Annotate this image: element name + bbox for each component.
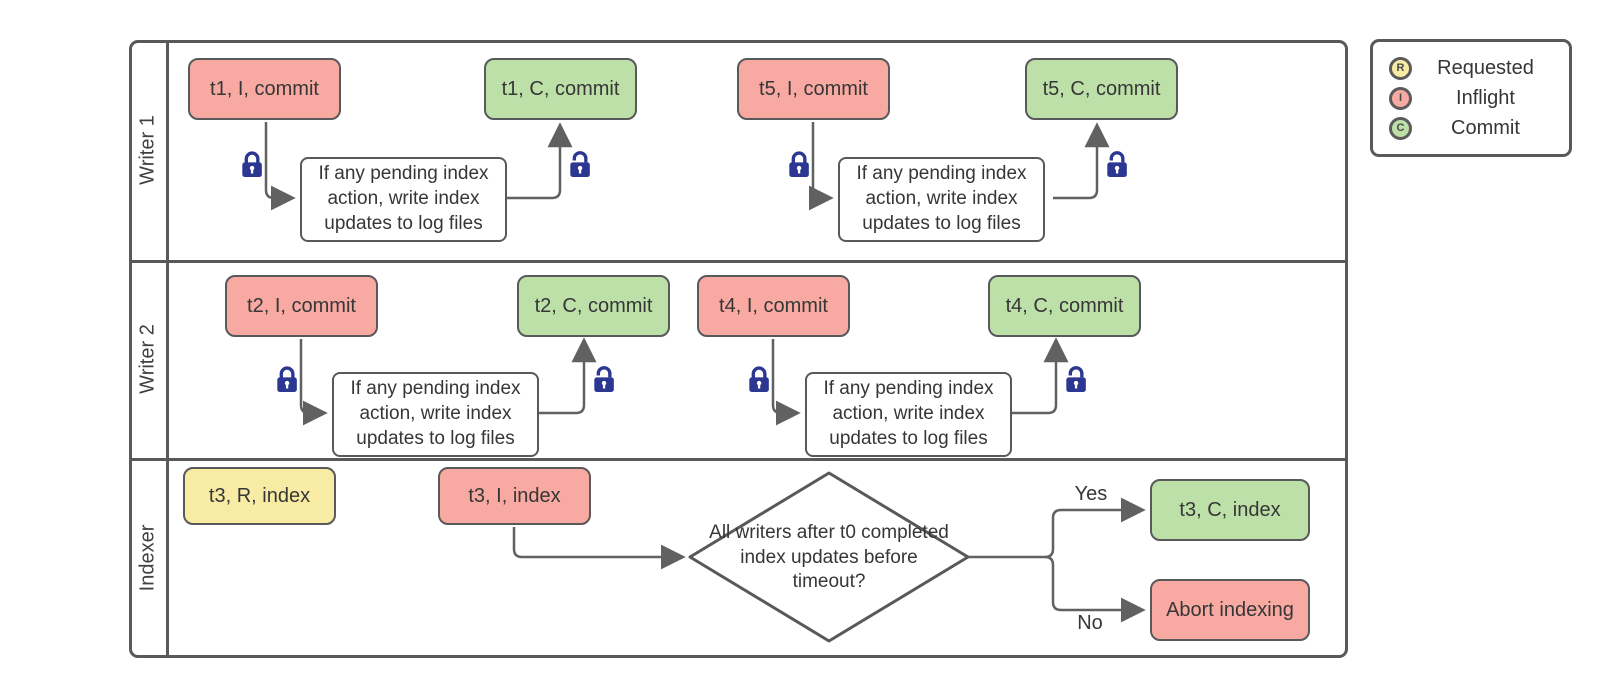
task-box-abort-indexing: Abort indexing [1150, 579, 1310, 641]
lock-open-icon [594, 366, 614, 393]
legend-label-commit: Commit [1451, 116, 1520, 139]
process-box-writer2-a: If any pending index action, write index… [332, 372, 539, 457]
task-box-t1-commit: t1, C, commit [484, 58, 637, 120]
connector-arrows [264, 122, 1146, 623]
process-box-writer1-b: If any pending index action, write index… [838, 157, 1045, 242]
legend: R Requested I Inflight C Commit [1370, 39, 1572, 157]
task-box-t2-commit: t2, C, commit [517, 275, 670, 337]
lane-divider-1 [129, 260, 1348, 263]
commit-status-icon: C [1389, 116, 1412, 140]
task-box-t3-inflight: t3, I, index [438, 467, 591, 525]
lock-closed-icon [789, 151, 809, 178]
lock-open-icon [1066, 366, 1086, 393]
task-box-t3-requested: t3, R, index [183, 467, 336, 525]
edge-label-yes: Yes [1074, 483, 1108, 505]
lock-closed-icon [749, 366, 769, 393]
task-box-t2-inflight: t2, I, commit [225, 275, 378, 337]
lock-open-icon [570, 151, 590, 178]
legend-item-inflight: I Inflight [1389, 86, 1559, 110]
task-box-t1-inflight: t1, I, commit [188, 58, 341, 120]
decision-question: All writers after t0 completed index upd… [709, 522, 949, 593]
process-box-writer1-a: If any pending index action, write index… [300, 157, 507, 242]
edge-label-no: No [1077, 612, 1103, 634]
task-box-t5-commit: t5, C, commit [1025, 58, 1178, 120]
lane-label-divider [166, 40, 169, 658]
process-box-writer2-b: If any pending index action, write index… [805, 372, 1012, 457]
requested-status-icon: R [1389, 56, 1412, 80]
lock-open-icon [1107, 151, 1127, 178]
decision-diamond [688, 471, 970, 643]
legend-label-inflight: Inflight [1456, 86, 1515, 109]
lane-divider-2 [129, 458, 1348, 461]
lock-closed-icon [242, 151, 262, 178]
task-box-t4-inflight: t4, I, commit [697, 275, 850, 337]
task-box-t4-commit: t4, C, commit [988, 275, 1141, 337]
legend-item-commit: C Commit [1389, 116, 1559, 140]
inflight-status-icon: I [1389, 86, 1412, 110]
legend-item-requested: R Requested [1389, 56, 1559, 80]
task-box-t3-commit: t3, C, index [1150, 479, 1310, 541]
task-box-t5-inflight: t5, I, commit [737, 58, 890, 120]
legend-label-requested: Requested [1437, 56, 1534, 79]
lock-closed-icon [277, 366, 297, 393]
